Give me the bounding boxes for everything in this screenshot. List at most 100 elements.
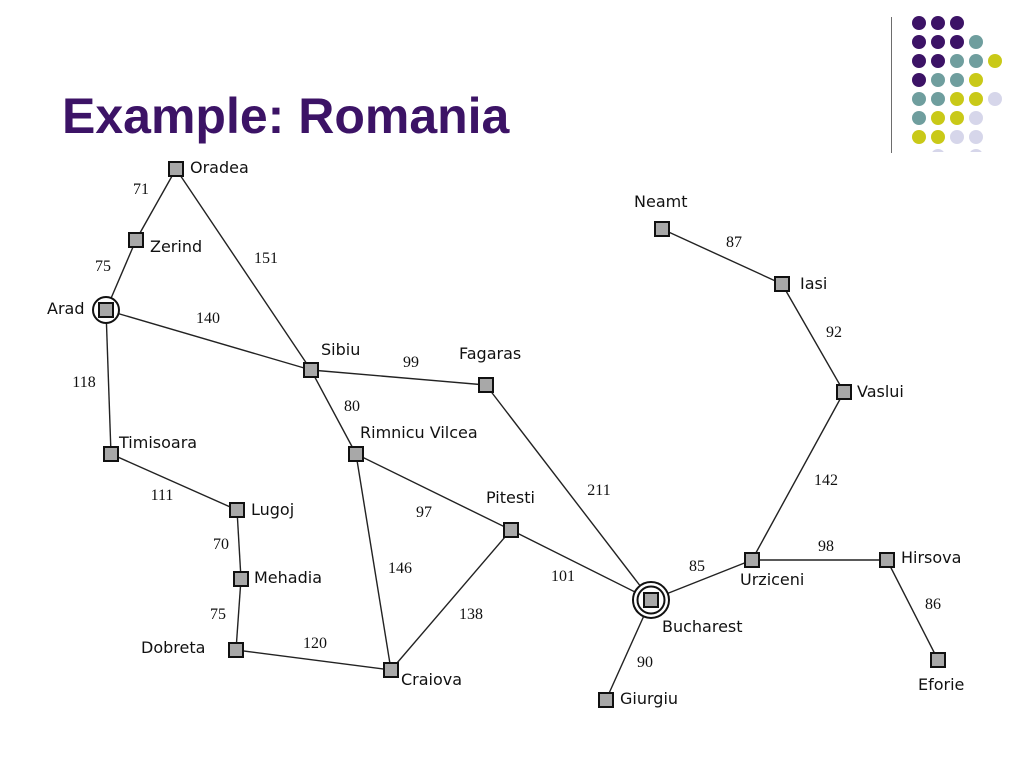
city-square-marker bbox=[503, 522, 519, 538]
city-label-dobreta: Dobreta bbox=[141, 638, 205, 657]
roads-layer bbox=[105, 168, 939, 701]
city-node-fagaras[interactable] bbox=[478, 377, 494, 393]
city-node-giurgiu[interactable] bbox=[598, 692, 614, 708]
decorative-dot bbox=[950, 111, 964, 125]
dot-grid-mask bbox=[900, 152, 1010, 166]
road-rimnicu-craiova bbox=[355, 453, 392, 671]
road-sibiu-fagaras bbox=[310, 369, 487, 386]
city-node-urziceni[interactable] bbox=[744, 552, 760, 568]
city-node-craiova[interactable] bbox=[383, 662, 399, 678]
road-iasi-neamt bbox=[661, 228, 783, 285]
road-distance-label: 211 bbox=[587, 482, 610, 499]
city-label-rimnicu: Rimnicu Vilcea bbox=[360, 423, 478, 442]
city-label-eforie: Eforie bbox=[918, 675, 964, 694]
decorative-dot bbox=[931, 111, 945, 125]
decorative-dot bbox=[950, 16, 964, 30]
city-node-arad[interactable] bbox=[92, 296, 120, 324]
decorative-dot bbox=[969, 54, 983, 68]
road-arad-sibiu bbox=[105, 309, 312, 371]
decorative-dot bbox=[969, 35, 983, 49]
road-distance-label: 75 bbox=[95, 258, 111, 275]
city-node-dobreta[interactable] bbox=[228, 642, 244, 658]
decorative-dot bbox=[931, 35, 945, 49]
city-node-mehadia[interactable] bbox=[233, 571, 249, 587]
decorative-dot bbox=[931, 73, 945, 87]
city-node-timisoara[interactable] bbox=[103, 446, 119, 462]
city-node-eforie[interactable] bbox=[930, 652, 946, 668]
road-oradea-sibiu bbox=[175, 168, 312, 371]
city-label-iasi: Iasi bbox=[800, 274, 827, 293]
city-label-vaslui: Vaslui bbox=[857, 382, 904, 401]
city-node-hirsova[interactable] bbox=[879, 552, 895, 568]
city-square-marker bbox=[879, 552, 895, 568]
city-square-marker bbox=[168, 161, 184, 177]
road-distance-label: 101 bbox=[551, 568, 575, 585]
road-sibiu-rimnicu bbox=[310, 369, 357, 455]
decorative-dot bbox=[912, 111, 926, 125]
city-label-neamt: Neamt bbox=[634, 192, 687, 211]
decorative-dot bbox=[950, 35, 964, 49]
decorative-dot bbox=[912, 35, 926, 49]
decorative-dot bbox=[931, 92, 945, 106]
road-urziceni-vaslui bbox=[751, 391, 845, 561]
road-distance-label: 146 bbox=[388, 560, 412, 577]
decorative-dot bbox=[950, 54, 964, 68]
road-distance-label: 86 bbox=[925, 596, 941, 613]
city-label-craiova: Craiova bbox=[401, 670, 462, 689]
decorative-dot bbox=[969, 73, 983, 87]
road-dobreta-craiova bbox=[235, 649, 392, 671]
road-distance-label: 111 bbox=[151, 487, 174, 504]
road-distance-label: 80 bbox=[344, 398, 360, 415]
road-oradea-zerind bbox=[135, 168, 177, 241]
city-node-oradea[interactable] bbox=[168, 161, 184, 177]
city-node-iasi[interactable] bbox=[774, 276, 790, 292]
decorative-dot bbox=[969, 130, 983, 144]
city-node-vaslui[interactable] bbox=[836, 384, 852, 400]
city-square-marker bbox=[643, 592, 659, 608]
city-square-marker bbox=[348, 446, 364, 462]
road-distance-label: 75 bbox=[210, 606, 226, 623]
city-square-marker bbox=[128, 232, 144, 248]
goal-marker-inner-ring bbox=[636, 585, 666, 615]
city-label-fagaras: Fagaras bbox=[459, 344, 521, 363]
road-timisoara-lugoj bbox=[110, 453, 238, 511]
road-distance-label: 97 bbox=[416, 504, 432, 521]
road-distance-label: 71 bbox=[133, 181, 149, 198]
road-craiova-pitesti bbox=[390, 529, 512, 671]
city-label-sibiu: Sibiu bbox=[321, 340, 360, 359]
city-square-marker bbox=[228, 642, 244, 658]
decorative-dot bbox=[931, 54, 945, 68]
city-label-bucharest: Bucharest bbox=[662, 617, 743, 636]
decorative-dot bbox=[988, 92, 1002, 106]
city-square-marker bbox=[383, 662, 399, 678]
city-node-sibiu[interactable] bbox=[303, 362, 319, 378]
city-label-urziceni: Urziceni bbox=[740, 570, 804, 589]
city-label-hirsova: Hirsova bbox=[901, 548, 961, 567]
road-distance-label: 92 bbox=[826, 324, 842, 341]
city-square-marker bbox=[303, 362, 319, 378]
decorative-dot bbox=[950, 92, 964, 106]
city-square-marker bbox=[836, 384, 852, 400]
city-node-rimnicu[interactable] bbox=[348, 446, 364, 462]
road-pitesti-bucharest bbox=[510, 529, 652, 601]
decorative-dot bbox=[950, 73, 964, 87]
city-label-lugoj: Lugoj bbox=[251, 500, 294, 519]
city-label-mehadia: Mehadia bbox=[254, 568, 322, 587]
road-distance-label: 98 bbox=[818, 538, 834, 555]
road-distance-label: 151 bbox=[254, 250, 278, 267]
city-node-zerind[interactable] bbox=[128, 232, 144, 248]
road-distance-label: 138 bbox=[459, 606, 483, 623]
city-label-zerind: Zerind bbox=[150, 237, 202, 256]
decorative-dot bbox=[969, 111, 983, 125]
city-node-pitesti[interactable] bbox=[503, 522, 519, 538]
road-distance-label: 120 bbox=[303, 635, 327, 652]
road-distance-label: 87 bbox=[726, 234, 742, 251]
road-distance-label: 85 bbox=[689, 558, 705, 575]
city-node-neamt[interactable] bbox=[654, 221, 670, 237]
city-label-giurgiu: Giurgiu bbox=[620, 689, 678, 708]
city-node-lugoj[interactable] bbox=[229, 502, 245, 518]
city-node-bucharest[interactable] bbox=[632, 581, 670, 619]
city-square-marker bbox=[930, 652, 946, 668]
